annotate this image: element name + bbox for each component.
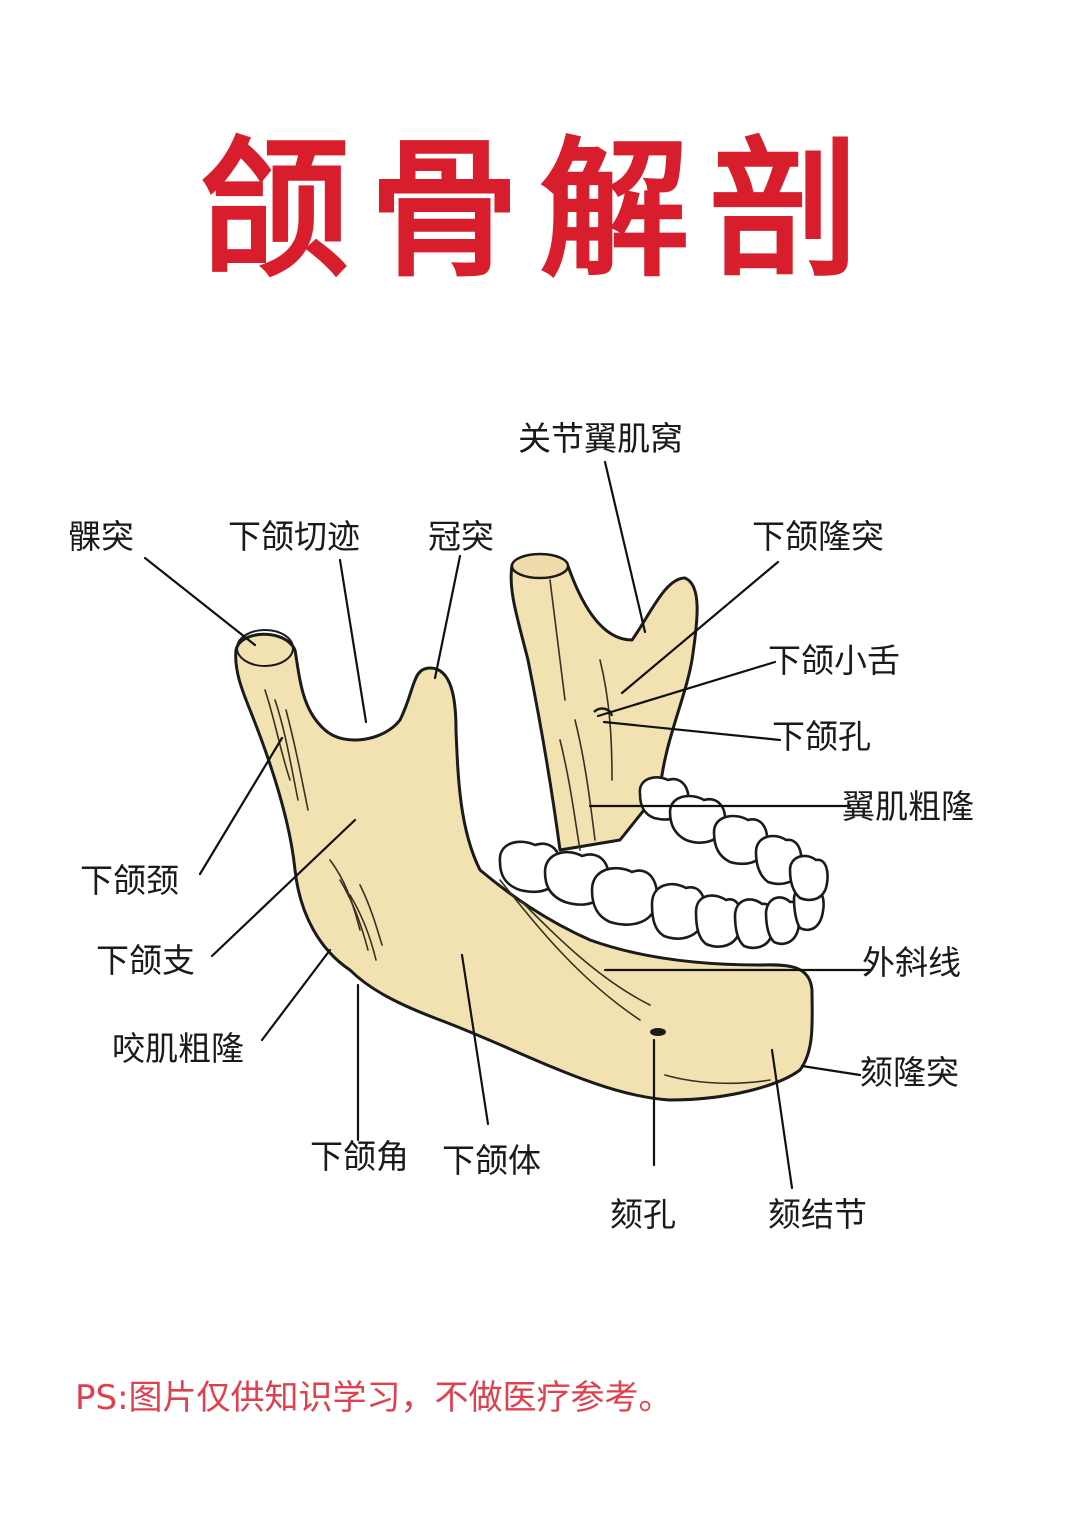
label-body: 下颌体	[442, 1141, 541, 1180]
label-angle: 下颌角	[310, 1137, 409, 1176]
label-foramen: 下颌孔	[772, 717, 871, 756]
far-ramus	[509, 553, 699, 852]
near-mandible	[234, 632, 814, 1102]
label-torus: 下颌隆突	[752, 517, 884, 556]
far-condyle-top	[510, 552, 570, 580]
teeth	[498, 776, 829, 950]
label-masseteric-tuberosity: 咬肌粗隆	[112, 1029, 244, 1068]
condyle-head-outline	[236, 629, 294, 667]
label-oblique-line: 外斜线	[862, 943, 961, 982]
mental-foramen-mark	[650, 1028, 666, 1036]
label-coronoid: 冠突	[428, 517, 494, 556]
page-title: 颌骨解剖	[199, 122, 880, 298]
bone-texture	[264, 579, 771, 1085]
disclaimer-note: PS:图片仅供知识学习，不做医疗参考。	[75, 1378, 673, 1418]
label-condyle: 髁突	[68, 517, 134, 556]
label-mental-tubercle: 颏结节	[768, 1195, 867, 1234]
label-pterygoid-fovea: 关节翼肌窝	[518, 419, 683, 458]
mandibular-foramen-mark	[593, 707, 614, 717]
label-pterygoid-tuberosity: 翼肌粗隆	[842, 787, 974, 826]
label-mental-protuberance: 颏隆突	[860, 1053, 959, 1092]
label-lingula: 下颌小舌	[768, 641, 900, 680]
leader-lines	[143, 460, 872, 1190]
label-mental-foramen: 颏孔	[610, 1195, 676, 1234]
label-ramus: 下颌支	[96, 941, 195, 980]
label-notch: 下颌切迹	[228, 517, 360, 556]
label-neck: 下颌颈	[80, 861, 179, 900]
